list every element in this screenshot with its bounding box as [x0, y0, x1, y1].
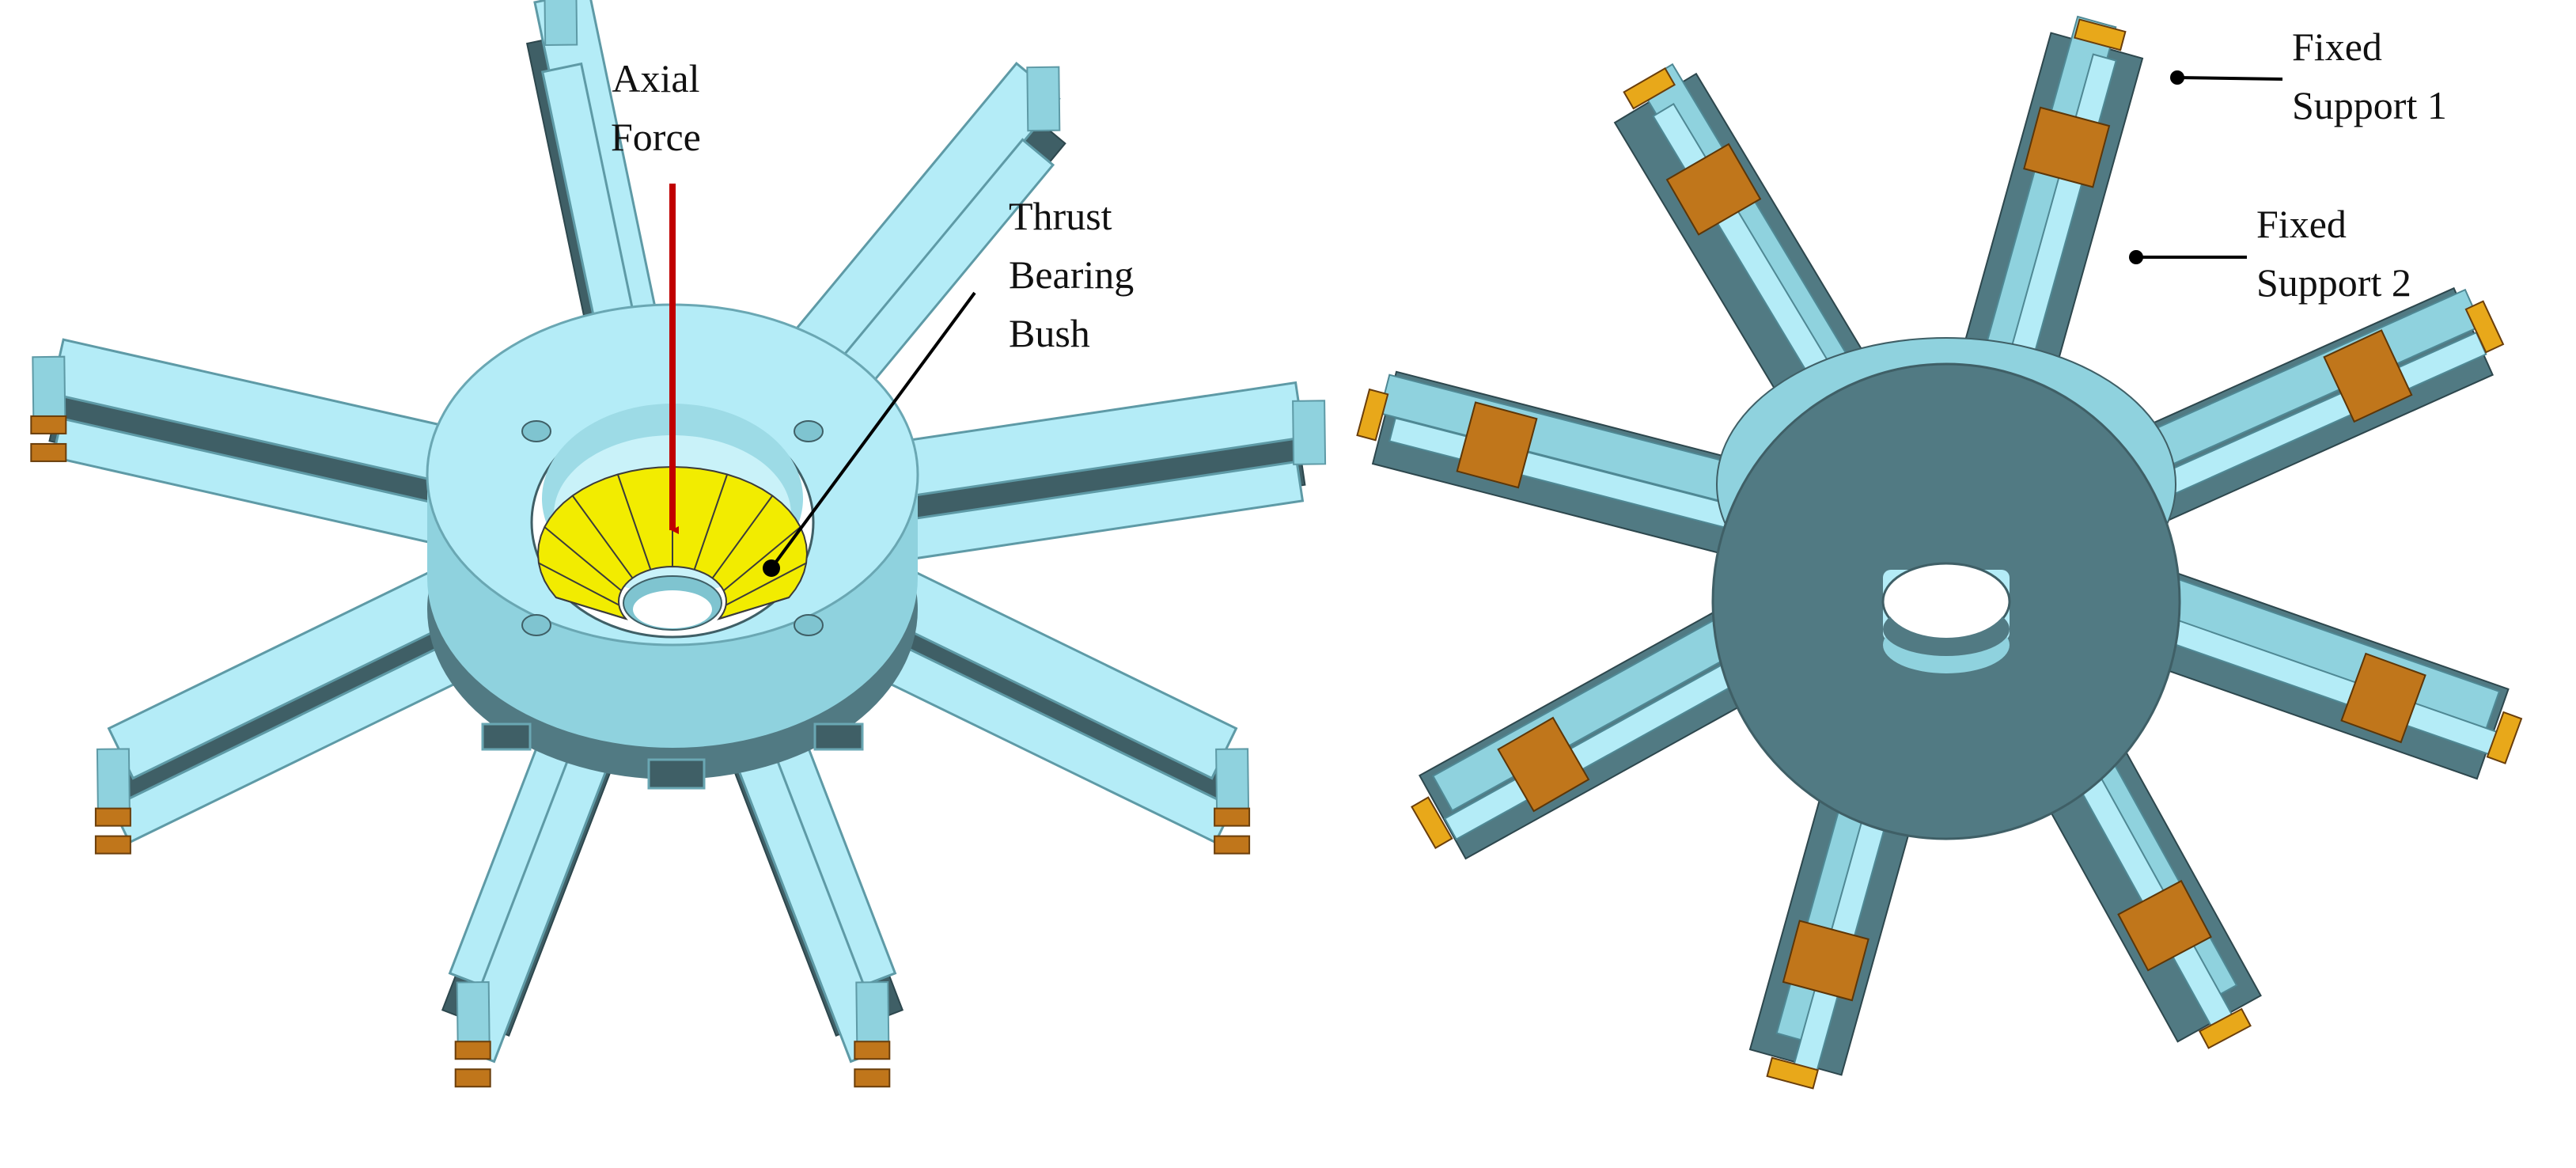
- fixed-support-2-pad: [2340, 652, 2426, 744]
- fixed-support-2-pad: [1497, 716, 1590, 813]
- fixed-support-2-label-line-2: Support 2: [2256, 260, 2411, 305]
- fixed-support-2-label-line-1: Fixed: [2256, 202, 2347, 246]
- thrust-bearing-leader-dot: [763, 559, 780, 577]
- fixed-support-2-pad: [2323, 329, 2413, 423]
- fixed-support-1-label: Fixed Support 1: [2292, 17, 2447, 135]
- fixed-support-2-pad: [1456, 401, 1538, 489]
- fixed-support-1-tip: [1411, 796, 1453, 849]
- arm-8: [30, 338, 473, 551]
- fixed-support-2-pad: [2117, 879, 2212, 972]
- thrust-bearing-bush-label: Thrust Bearing Bush: [1009, 187, 1134, 362]
- fixed-support-1-label-line-1: Fixed: [2292, 25, 2382, 69]
- bottom-plate: [1711, 337, 2181, 840]
- fixed-support-1-tip: [2486, 711, 2523, 764]
- fixed-support-1-tip: [1356, 388, 1389, 442]
- fixed-support-2-leader-dot: [2129, 250, 2143, 264]
- axial-force-label-line-1: Axial: [612, 56, 700, 100]
- fixed-support-1-label-line-2: Support 1: [2292, 83, 2447, 127]
- thrust-bearing-bush-label-line-1: Thrust: [1009, 194, 1112, 238]
- fixed-support-2-pad: [1665, 142, 1762, 236]
- fixed-support-1-leader-line: [2176, 76, 2283, 81]
- fixed-support-1-leader-dot: [2170, 70, 2184, 85]
- fixed-support-1-tip: [2464, 300, 2505, 354]
- fixed-support-1-tip: [1623, 66, 1676, 110]
- arm-4: [843, 549, 1251, 855]
- thrust-bearing-bush-label-line-2: Bearing: [1009, 252, 1135, 297]
- arm-7: [94, 549, 502, 855]
- fixed-support-2-label: Fixed Support 2: [2256, 195, 2411, 312]
- fixed-support-1-tip: [2074, 18, 2127, 51]
- thrust-bearing-bush-label-line-3: Bush: [1009, 311, 1090, 355]
- arm-3: [879, 381, 1327, 564]
- top-view-bracket: [30, 0, 1327, 1088]
- fixed-support-1-tip: [1766, 1056, 1819, 1090]
- thrust-bearing-leader-line: [770, 291, 976, 570]
- fixed-support-2-pads: [1356, 18, 2523, 1090]
- bottom-view-bracket: [1356, 15, 2523, 1090]
- fixed-support-2-pad: [1782, 920, 1869, 1002]
- axial-force-label: Axial Force: [611, 49, 701, 166]
- fixed-support-2-pad: [2023, 106, 2111, 188]
- fixed-support-1-tip: [2198, 1007, 2252, 1049]
- axial-force-label-line-2: Force: [611, 115, 701, 159]
- central-hub: [426, 303, 919, 790]
